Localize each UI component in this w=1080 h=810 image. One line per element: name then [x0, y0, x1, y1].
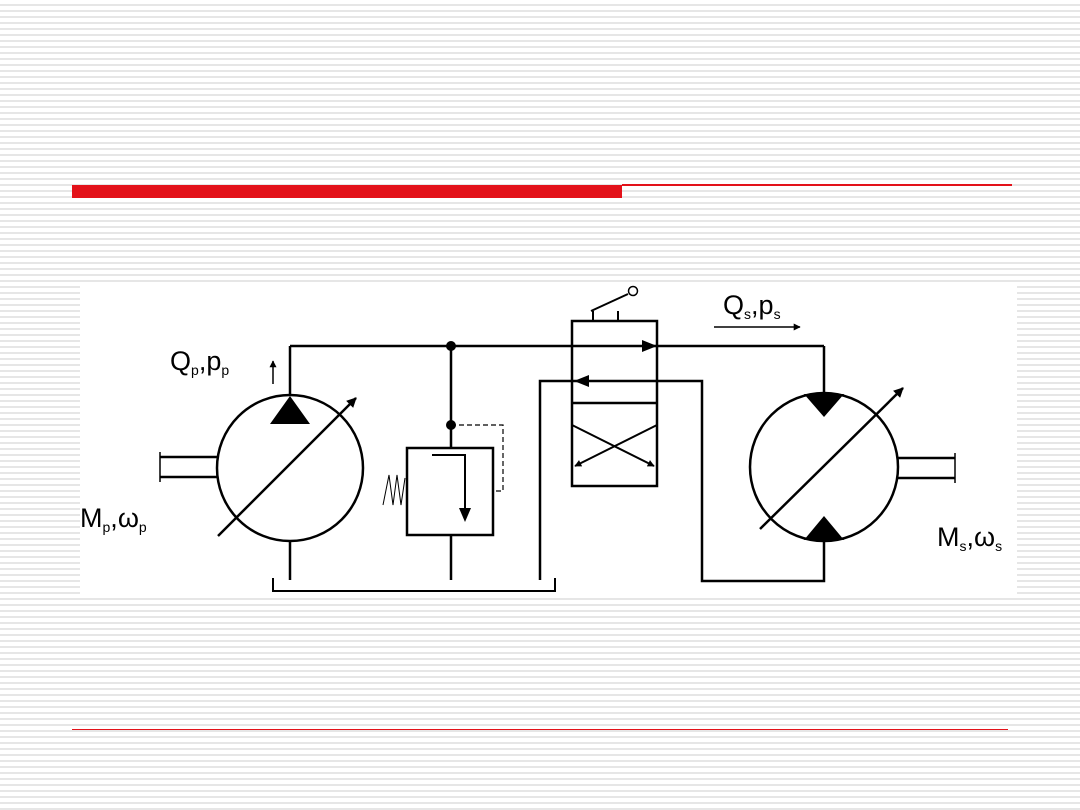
- tank-icon: [272, 578, 556, 592]
- pump-shaft: [159, 452, 217, 482]
- return-line: [538, 379, 826, 583]
- manual-lever-icon: [590, 285, 639, 321]
- motor-shaft: [898, 453, 956, 483]
- title-accent-line: [622, 184, 1012, 186]
- diagram-panel: [80, 284, 1017, 596]
- motor-torque-label: Ms,ωs: [937, 522, 1002, 554]
- variable-displacement-motor-icon: [748, 387, 904, 543]
- pump-torque-label: Mp,ωp: [80, 503, 147, 535]
- motor-flow-label: Qs,ps: [723, 290, 781, 322]
- footer-accent-line: [72, 729, 1008, 730]
- pump-flow-label: Qp,pp: [170, 346, 229, 378]
- directional-control-valve-icon: [570, 319, 659, 488]
- title-accent-bar: [72, 185, 622, 198]
